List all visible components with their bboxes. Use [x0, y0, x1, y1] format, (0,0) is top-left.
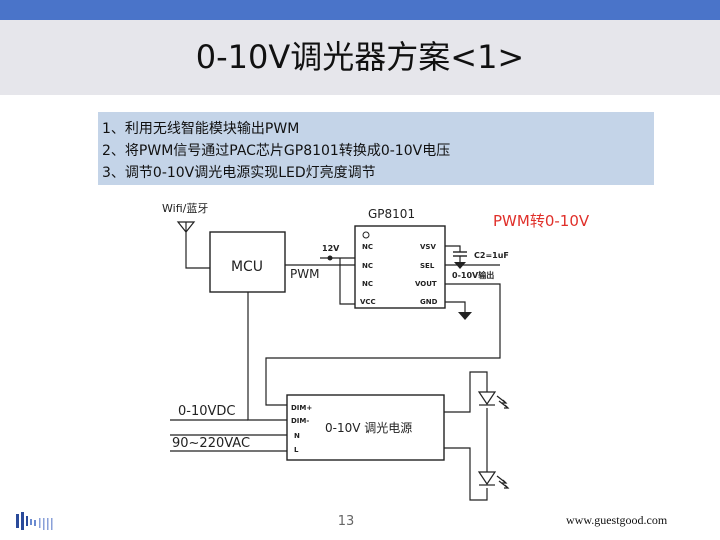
antenna-wire [185, 245, 210, 269]
vac-label: 90~220VAC [172, 436, 250, 451]
description-line-2: 2、将PWM信号通过PAC芯片GP8101转换成0-10V电压 [102, 143, 451, 159]
wifi-label: Wifi/蓝牙 [162, 202, 208, 215]
output-label: 0-10V输出 [452, 270, 494, 280]
led-icon [477, 391, 510, 409]
company-logo [16, 512, 53, 530]
supply-label: 12V [322, 244, 340, 253]
pwm-label: PWM [290, 267, 319, 281]
gp8101-chip [354, 225, 446, 309]
driver-label: 0-10V 调光电源 [325, 421, 412, 435]
led-positive-wire [444, 371, 488, 413]
ground-icon-2 [458, 312, 472, 320]
chip-pin-right-4: GND [420, 298, 438, 306]
mcu-label: MCU [231, 259, 263, 275]
vsv-wire [445, 245, 461, 252]
driver-pin-2: DIM- [291, 417, 309, 425]
slide-title: 0-10V调光器方案<1> [195, 38, 525, 76]
chip-name: GP8101 [368, 207, 415, 221]
page-number: 13 [337, 514, 355, 529]
driver-pin-1: DIM+ [291, 404, 312, 412]
vdc-label: 0-10VDC [178, 404, 235, 419]
website-url: www.guestgood.com [566, 513, 668, 527]
header-accent-bar [0, 0, 720, 20]
vcc-wire [339, 258, 355, 305]
description-box: 1、利用无线智能模块输出PWM 2、将PWM信号通过PAC芯片GP8101转换成… [98, 112, 654, 185]
driver-pin-4: L [294, 446, 299, 454]
chip-pin-right-3: VOUT [415, 280, 437, 288]
vout-wire [265, 283, 501, 406]
dimming-driver-block [286, 394, 445, 461]
capacitor-label: C2=1uF [474, 251, 509, 260]
description-line-3: 3、调节0-10V调光电源实现LED灯亮度调节 [102, 165, 376, 181]
driver-pin-3: N [294, 432, 300, 440]
dim-minus-wire [247, 292, 287, 421]
chip-pin-left-4: VCC [360, 298, 376, 306]
gnd-wire [445, 301, 466, 312]
mcu-block [209, 231, 286, 293]
chip-pin-right-1: VSV [420, 243, 436, 251]
antenna-icon [176, 221, 196, 245]
chip-pin-left-3: NC [362, 280, 373, 288]
chip-pin-left-1: NC [362, 243, 373, 251]
description-line-1: 1、利用无线智能模块输出PWM [102, 121, 300, 137]
pin1-marker [362, 231, 370, 239]
chip-pin-right-2: SEL [420, 262, 435, 270]
title-bar [0, 20, 720, 95]
supply-node [327, 255, 333, 261]
chip-pin-left-2: NC [362, 262, 373, 270]
led-negative-wire [444, 447, 488, 501]
led-icon [477, 471, 510, 489]
pwm-conversion-label: PWM转0-10V [493, 212, 590, 230]
